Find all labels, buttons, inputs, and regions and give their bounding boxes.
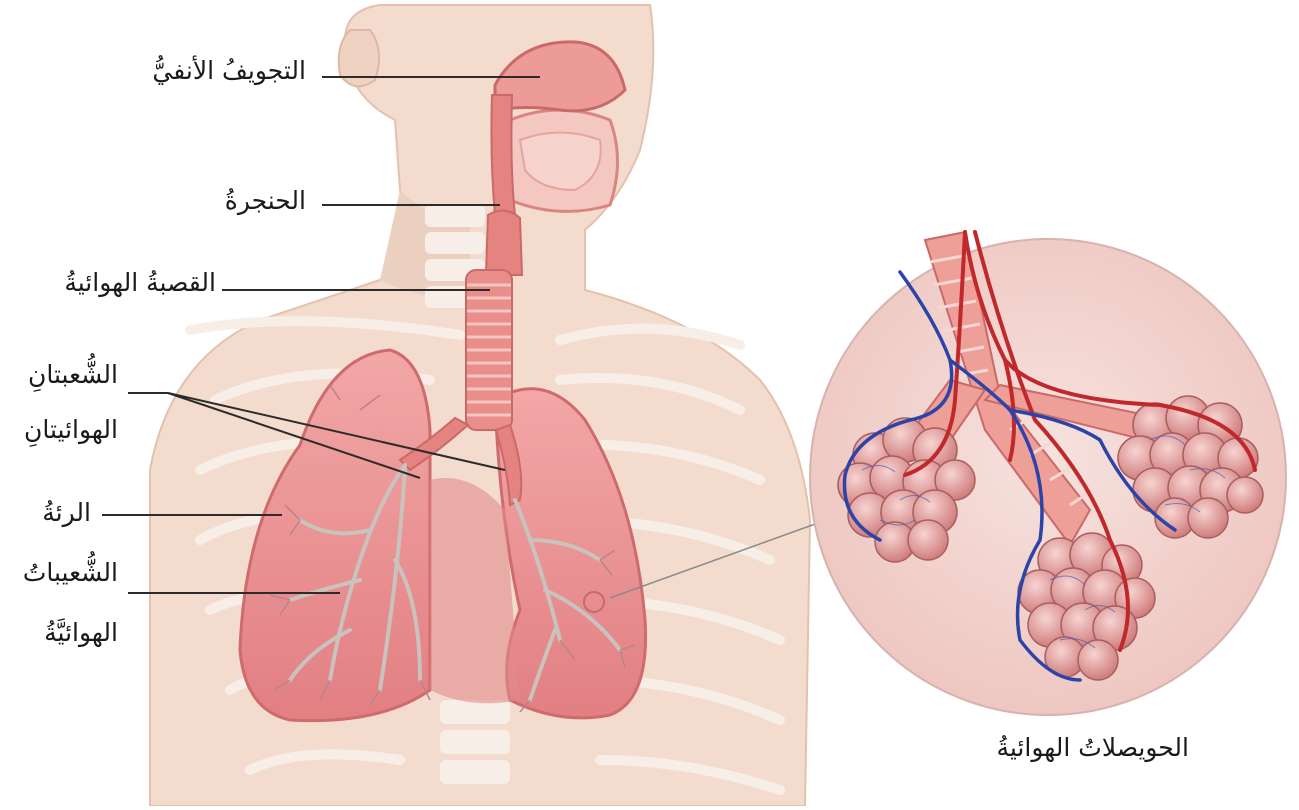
nasal-oral-region (491, 42, 625, 215)
label-bronchioles-line1: الشُّعيباتُ (23, 560, 118, 585)
label-bronchioles-line2: الهوائيَّةُ (44, 620, 118, 645)
label-larynx: الحنجرةُ (225, 188, 306, 213)
label-lung: الرئةُ (42, 500, 91, 525)
alveoli-zoom (810, 232, 1286, 715)
label-bronchi-line2: الهوائيتانِ (24, 417, 118, 442)
label-bronchi-line1: الشُّعبتانِ (28, 362, 118, 387)
pharynx (491, 95, 515, 215)
larynx-shape (486, 211, 522, 275)
label-trachea: القصبةُ الهوائيةُ (64, 270, 216, 295)
label-alveoli: الحويصلاتُ الهوائيةُ (996, 735, 1189, 760)
label-nasal-cavity: التجويفُ الأنفيُّ (152, 58, 306, 83)
